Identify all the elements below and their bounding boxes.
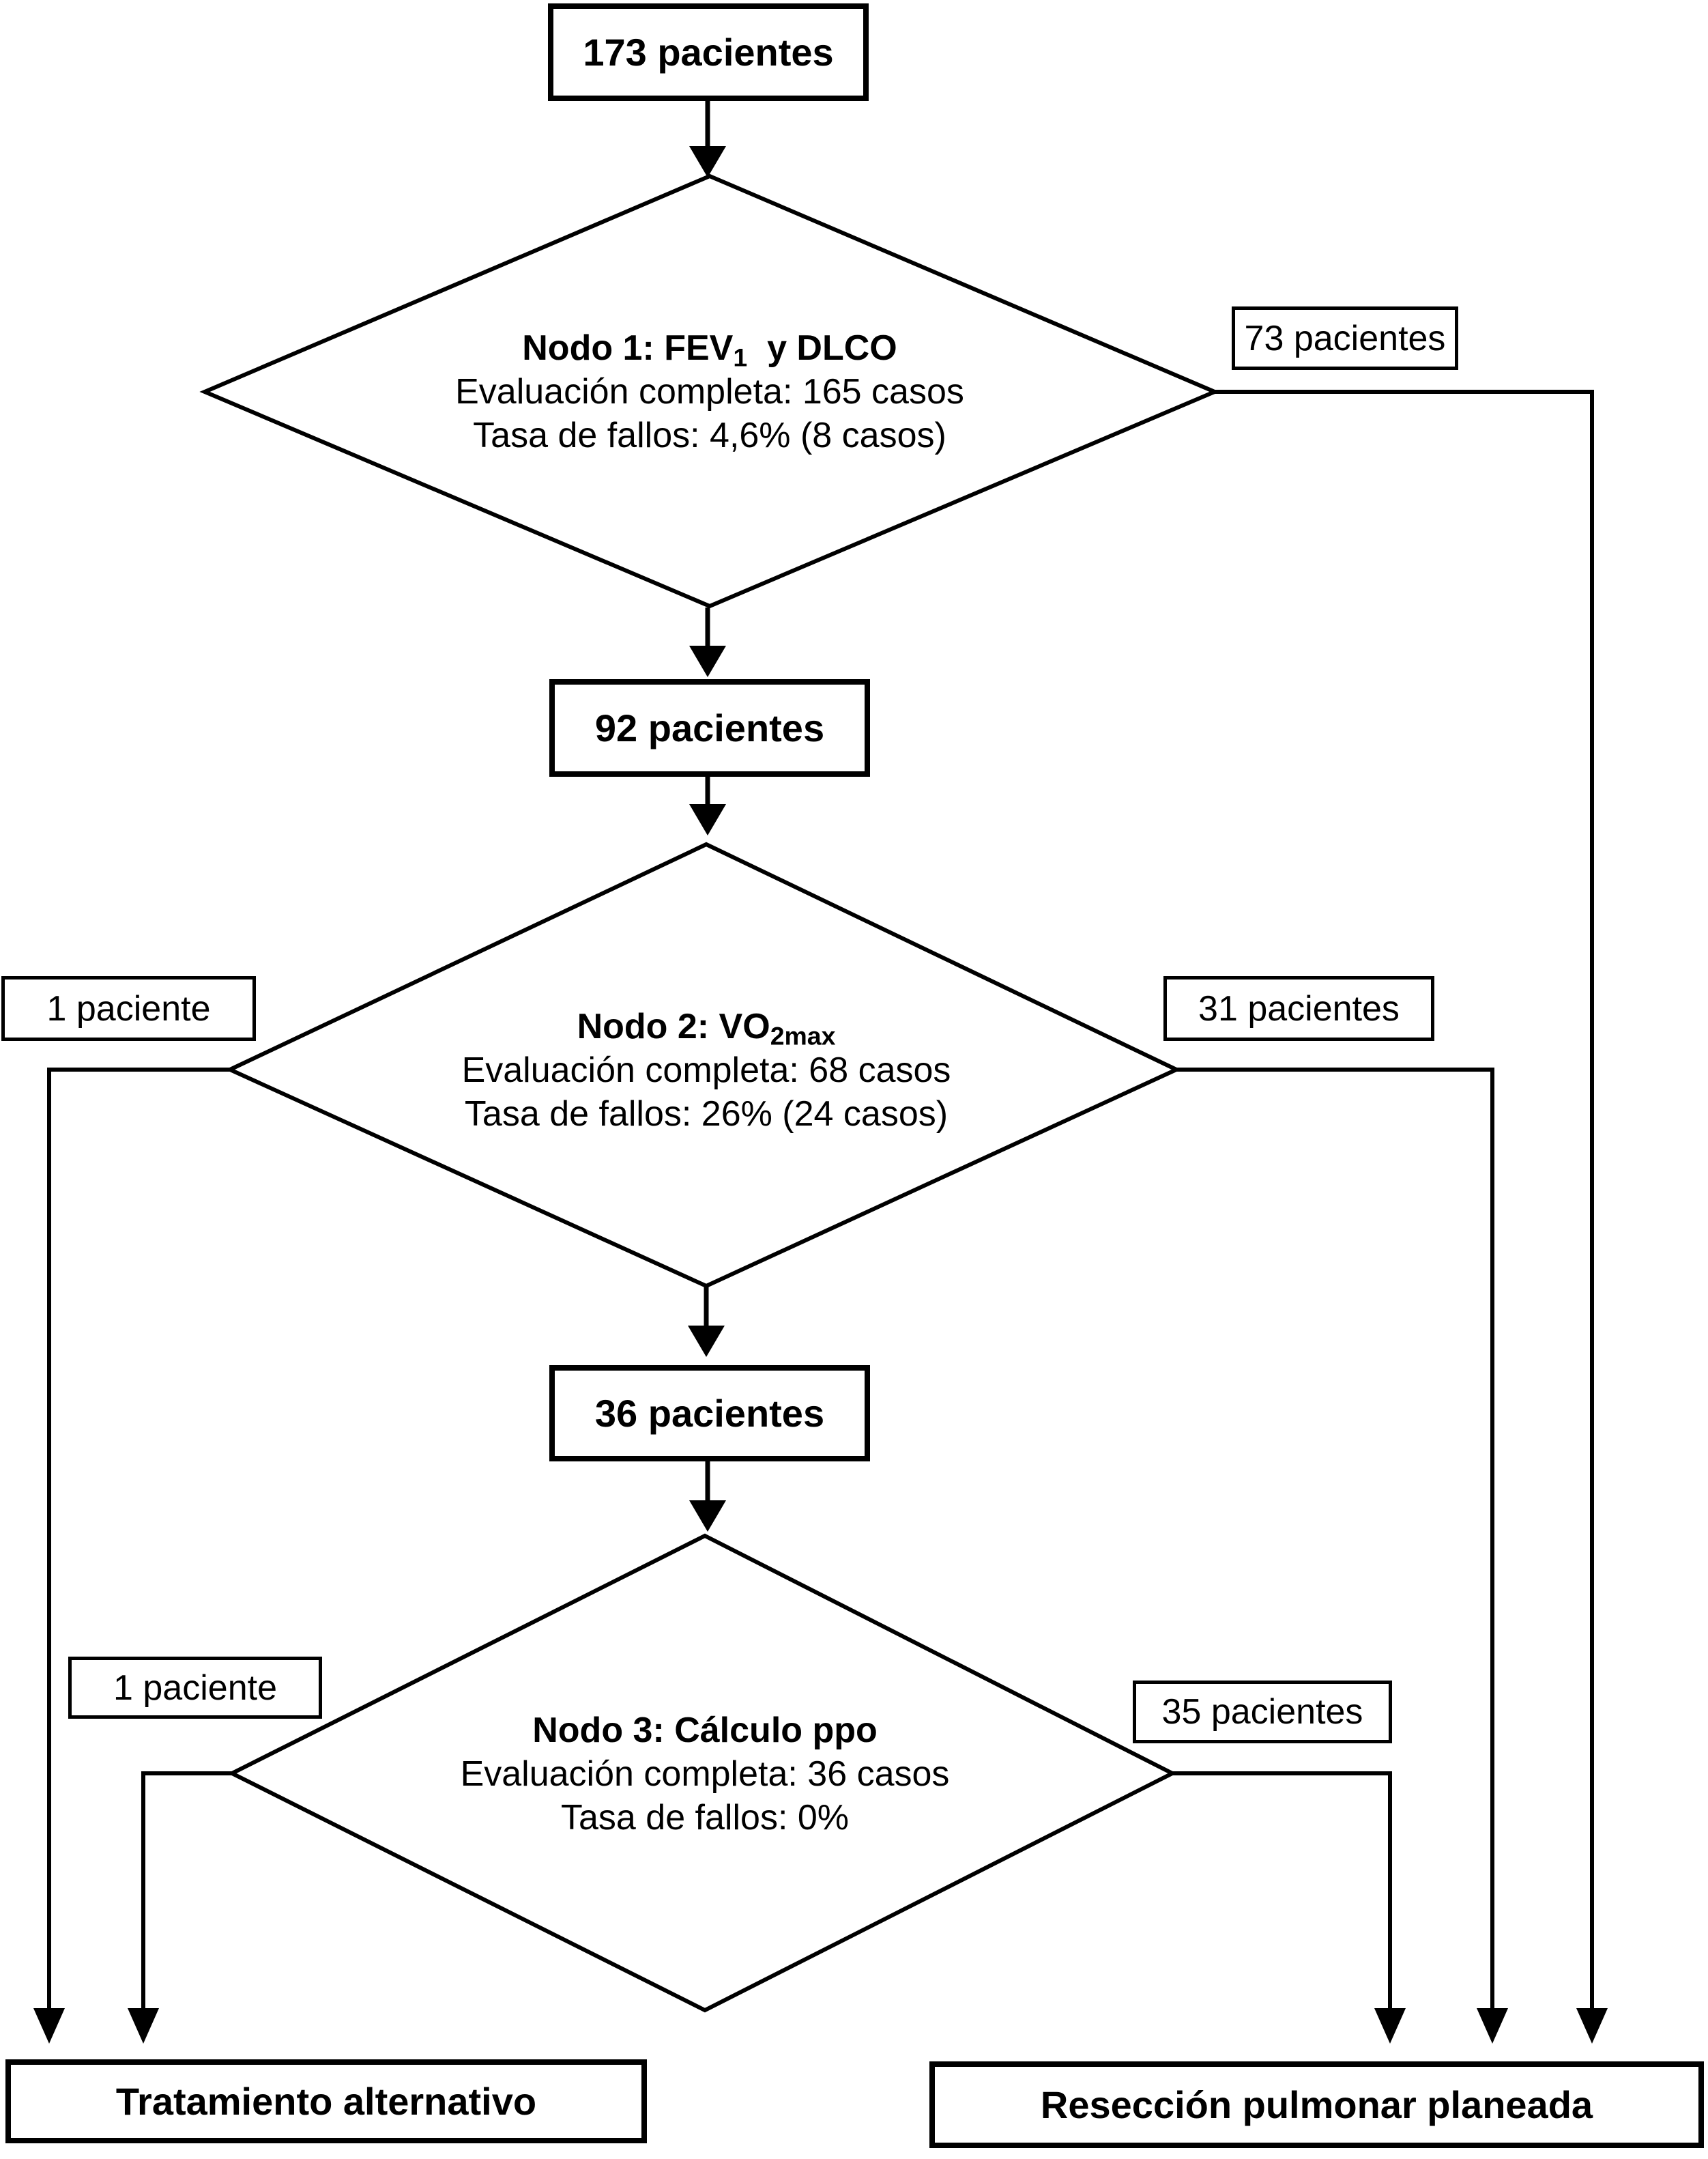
box-node2-left-1-label: 1 paciente (46, 988, 211, 1029)
node2-failure-rate: Tasa de fallos: 26% (24 casos) (464, 1094, 949, 1134)
box-patients-36-label: 36 pacientes (594, 1391, 825, 1435)
arrow-node2-to-36-head (688, 1326, 725, 1357)
branch-node3-right-line (1172, 1771, 1392, 2010)
box-node3-right-35: 35 pacientes (1133, 1681, 1392, 1743)
box-patients-92-label: 92 pacientes (594, 706, 825, 749)
node1-text: Nodo 1: FEV1 y DLCO Evaluación completa:… (382, 326, 1037, 457)
box-alternative-treatment: Tratamiento alternativo (5, 2059, 647, 2143)
branch-node2-right-arrowhead (1477, 2008, 1508, 2044)
branch-node3-left-line (141, 1771, 232, 2010)
branch-node3-left-arrowhead (128, 2008, 159, 2044)
box-node1-right-73-label: 73 pacientes (1244, 318, 1446, 358)
branch-node2-left-arrowhead (33, 2008, 65, 2044)
arrow-node1-to-92-head (689, 646, 726, 677)
box-patients-36: 36 pacientes (549, 1365, 870, 1461)
box-node3-right-35-label: 35 pacientes (1161, 1692, 1363, 1732)
node1-diamond-shape (199, 173, 1220, 609)
node2-evaluation: Evaluación completa: 68 casos (461, 1050, 951, 1090)
arrow-173-to-node1-head (689, 146, 726, 177)
box-patients-173-label: 173 pacientes (583, 30, 834, 74)
box-planned-resection: Resección pulmonar planeada (929, 2061, 1704, 2148)
node1-evaluation: Evaluación completa: 165 casos (455, 372, 964, 412)
node2-text: Nodo 2: VO2max Evaluación completa: 68 c… (379, 1005, 1034, 1136)
arrow-36-to-node3-head (689, 1500, 726, 1532)
branch-node1-right-line (1215, 390, 1594, 2010)
node3-failure-rate: Tasa de fallos: 0% (560, 1798, 850, 1838)
node2-title: Nodo 2: VO2max (577, 1007, 836, 1050)
node3-title: Nodo 3: Cálculo ppo (532, 1711, 878, 1750)
node1-failure-rate: Tasa de fallos: 4,6% (8 casos) (473, 416, 946, 455)
box-node2-right-31-label: 31 pacientes (1198, 988, 1400, 1029)
box-node2-right-31: 31 pacientes (1163, 976, 1434, 1041)
branch-node2-right-line (1176, 1068, 1494, 2010)
node3-text: Nodo 3: Cálculo ppo Evaluación completa:… (377, 1708, 1032, 1840)
arrow-92-to-node2-head (689, 804, 726, 835)
box-alternative-treatment-label: Tratamiento alternativo (115, 2079, 537, 2123)
branch-node3-right-arrowhead (1374, 2008, 1406, 2044)
box-patients-173: 173 pacientes (548, 3, 869, 101)
box-node2-left-1: 1 paciente (1, 976, 256, 1041)
node1-title: Nodo 1: FEV1 y DLCO (522, 328, 897, 372)
node3-diamond-shape (227, 1533, 1177, 2013)
box-planned-resection-label: Resección pulmonar planeada (1040, 2083, 1593, 2126)
branch-node2-left-line (47, 1068, 230, 2010)
node3-evaluation: Evaluación completa: 36 casos (460, 1754, 950, 1794)
box-patients-92: 92 pacientes (549, 679, 870, 777)
box-node1-right-73: 73 pacientes (1232, 306, 1458, 370)
box-node3-left-1-label: 1 paciente (113, 1668, 277, 1708)
branch-node1-right-arrowhead (1576, 2008, 1608, 2044)
box-node3-left-1: 1 paciente (68, 1657, 322, 1719)
